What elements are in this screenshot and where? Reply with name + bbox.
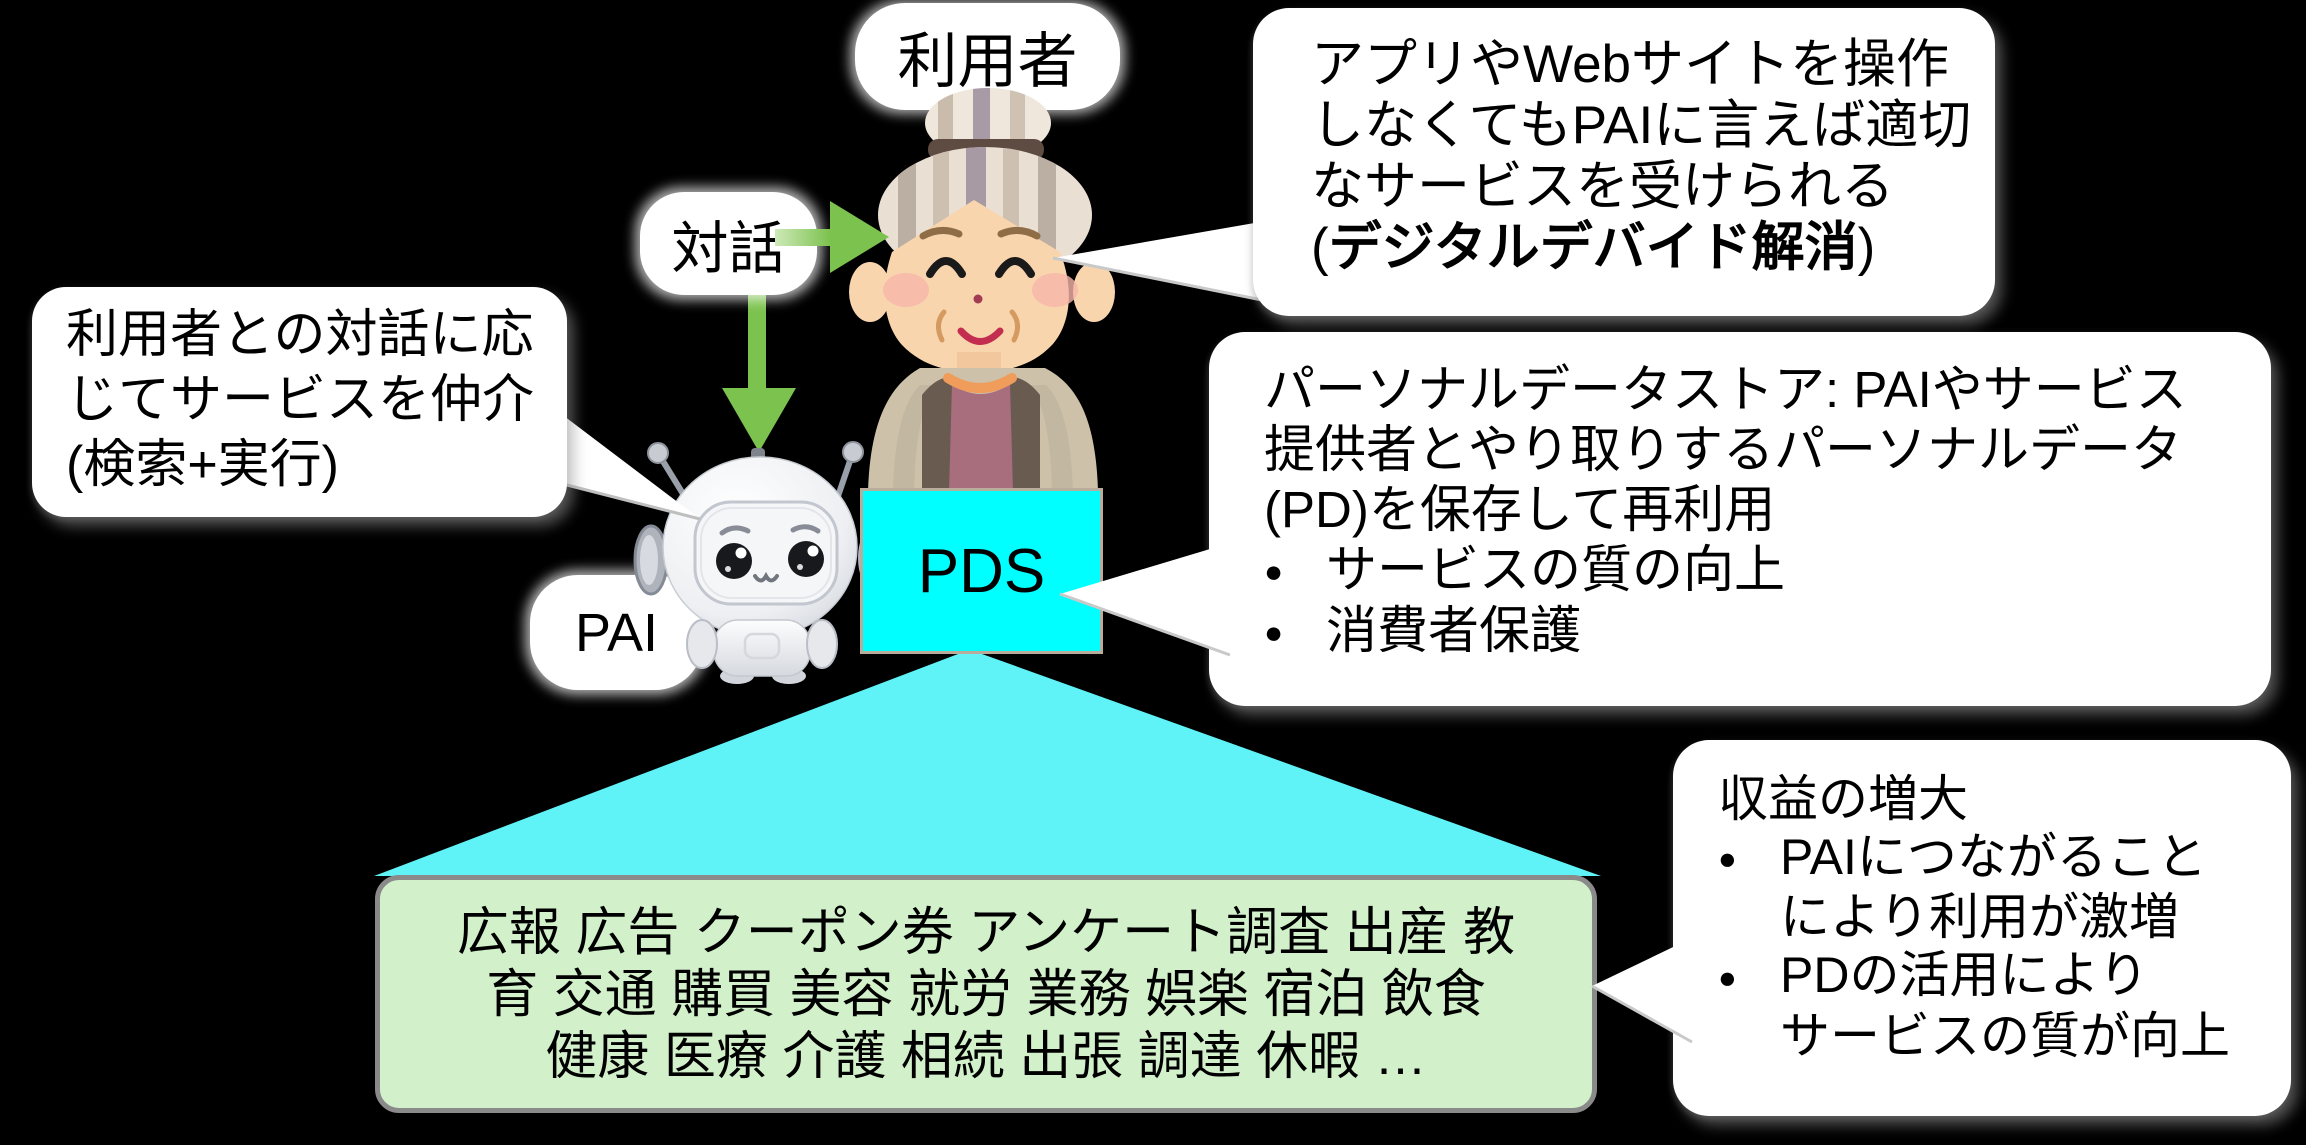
user-label-text: 利用者 <box>897 28 1078 95</box>
callout-provider-benefit: 収益の増大 ● PAIにつながること により利用が激増 ● PDの活用により サービ… <box>1673 740 2291 1116</box>
callout-pai-role: 利用者との対話に応 じてサービスを仲介 (検索+実行) <box>32 287 567 517</box>
bullet-icon: ● <box>1264 614 1284 651</box>
callout-line-emphasis: (デジタルデバイド解消) <box>1311 217 1975 278</box>
callout-bullet-line: ● PAIにつながること <box>1718 828 2271 888</box>
bullet-icon: ● <box>1718 841 1737 877</box>
services-line: 健康 医療 介護 相続 出張 調達 休暇 … <box>545 1028 1427 1086</box>
top-right-callout-tail <box>1052 220 1273 304</box>
callout-title: 収益の増大 <box>1718 771 1968 827</box>
callout-bullet-line: ● 消費者保護 <box>1264 601 2251 662</box>
bullet-icon: ● <box>1718 959 1737 995</box>
bullet-text: PDの活用により <box>1780 947 2149 1004</box>
callout-line: (検索+実行) <box>66 436 340 494</box>
callout-line: (PD)を保存して再利用 <box>1264 481 1776 538</box>
services-box: 広報 広告 クーポン券 アンケート調査 出産 教 育 交通 購買 美容 就労 業… <box>375 875 1597 1113</box>
elderly-user-illustration <box>849 88 1115 492</box>
callout-bullet-line: ● サービスの質の向上 <box>1264 540 2251 601</box>
bullet-text: PAIにつながること <box>1780 829 2207 885</box>
pds-box: PDS <box>860 488 1103 654</box>
callout-user-benefit: アプリやWebサイトを操作 しなくてもPAIに言えば適切 なサービスを受けられる… <box>1253 8 1995 316</box>
callout-line: しなくてもPAIに言えば適切 <box>1311 96 1972 155</box>
dialogue-label-text: 対話 <box>671 216 786 281</box>
dialogue-label: 対話 <box>640 192 817 295</box>
callout-bullet-continuation: サービスの質が向上 <box>1780 1007 2230 1064</box>
callout-bullet-continuation: により利用が激増 <box>1780 889 2179 946</box>
services-line: 広報 広告 クーポン券 アンケート調査 出産 教 <box>456 904 1516 962</box>
callout-line: パーソナルデータストア: PAIやサービス <box>1264 361 2187 418</box>
callout-line: 利用者との対話に応 <box>66 306 534 364</box>
emphasis-text: デジタルデバイド解消 <box>1328 218 1858 277</box>
callout-line: 提供者とやり取りするパーソナルデータ <box>1264 421 2183 478</box>
left-callout-tail <box>560 413 701 521</box>
paren-open: ( <box>1311 218 1329 277</box>
paren-close: ) <box>1857 218 1876 277</box>
callout-line: アプリやWebサイトを操作 <box>1311 35 1950 94</box>
pai-label-text: PAI <box>574 602 659 663</box>
callout-bullet-line: ● PDの活用により <box>1718 946 2271 1006</box>
bullet-text: 消費者保護 <box>1326 602 1582 660</box>
pds-box-label: PDS <box>917 536 1046 606</box>
services-line: 育 交通 購買 美容 就労 業務 娯楽 宿泊 飲食 <box>486 966 1486 1024</box>
callout-pds-description: パーソナルデータストア: PAIやサービス 提供者とやり取りするパーソナルデータ… <box>1209 332 2271 706</box>
callout-line: なサービスを受けられる <box>1311 157 1894 216</box>
callout-line: じてサービスを仲介 <box>66 371 535 429</box>
bullet-icon: ● <box>1264 553 1284 590</box>
user-label: 利用者 <box>855 3 1120 110</box>
bullet-text: サービスの質の向上 <box>1326 541 1786 598</box>
pai-label: PAI <box>530 575 703 690</box>
